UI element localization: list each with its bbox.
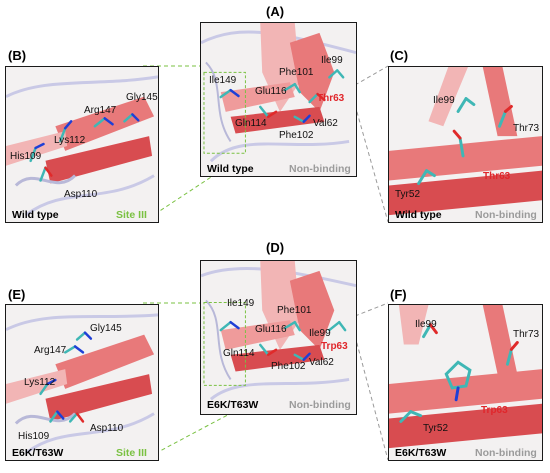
panel-c-residue-4: Tyr52: [395, 189, 421, 200]
panel-e-residue-5: Asp110: [90, 423, 124, 434]
panel-a-residue-3: Ile99: [321, 55, 343, 66]
panel-d-residue-2: Phe101: [277, 305, 312, 316]
panel-a-residue-7: Phe102: [279, 130, 314, 141]
panel-a: Ile149 Phe101 Ile99 Glu116 Thr63 Gln114 …: [200, 22, 357, 177]
panel-d-tag: Non-binding: [289, 399, 351, 411]
panel-c: Ile99 Thr73 Thr63 Tyr52 Wild type Non-bi…: [388, 66, 543, 223]
panel-f-tag: Non-binding: [475, 447, 537, 459]
panel-f-structure: [389, 305, 542, 449]
panel-f-letter: (F): [390, 287, 407, 302]
panel-a-condition: Wild type: [207, 163, 254, 175]
panel-b-condition: Wild type: [12, 209, 59, 221]
panel-a-residue-6: Gln114: [235, 118, 267, 129]
panel-b-letter: (B): [8, 48, 27, 63]
panel-f-residue-2: Thr73: [513, 329, 540, 340]
panel-e-tag: Site III: [116, 447, 147, 459]
panel-d-condition: E6K/T63W: [207, 399, 259, 411]
panel-d-residue-7: Phe102: [271, 361, 306, 372]
panel-f-residue-4: Tyr52: [423, 423, 449, 434]
panel-f: Ile99 Thr73 Trp63 Tyr52 E6K/T63W Non-bin…: [388, 304, 543, 461]
panel-b: Gly145 Arg147 Lys112 His109 Asp110 Wild …: [5, 66, 159, 223]
panel-d-structure: [201, 261, 356, 401]
panel-b-residue-4: His109: [10, 151, 42, 162]
panel-a-residue-8: Val62: [313, 118, 338, 129]
panel-b-residue-5: Asp110: [64, 189, 98, 200]
panel-c-structure: [389, 67, 542, 216]
panel-b-tag: Site III: [116, 209, 147, 221]
panel-e-structure: [6, 313, 158, 455]
panel-e-residue-2: Arg147: [34, 345, 67, 356]
panel-b-residue-1: Gly145: [126, 92, 158, 103]
panel-e-condition: E6K/T63W: [12, 447, 64, 459]
panel-b-residue-3: Lys112: [54, 135, 86, 146]
panel-e-residue-3: Lys112: [24, 377, 56, 388]
panel-c-letter: (C): [390, 48, 409, 63]
panel-c-condition: Wild type: [395, 209, 442, 221]
panel-a-residue-1: Ile149: [209, 75, 237, 86]
panel-f-residue-1: Ile99: [415, 319, 437, 330]
panel-d-residue-4: Ile99: [309, 328, 331, 339]
panel-c-residue-2: Thr73: [513, 123, 540, 134]
panel-e-letter: (E): [8, 287, 26, 302]
panel-d-residue-8: Val62: [309, 357, 334, 368]
panel-e-residue-1: Gly145: [90, 323, 122, 334]
panel-c-residue-1: Ile99: [433, 95, 455, 106]
panel-d-residue-5: Trp63: [321, 341, 348, 352]
panel-a-residue-4: Glu116: [255, 86, 287, 97]
panel-e: Gly145 Arg147 Lys112 His109 Asp110 E6K/T…: [5, 304, 159, 461]
panel-a-residue-5: Thr63: [317, 93, 345, 104]
panel-a-tag: Non-binding: [289, 163, 351, 175]
panel-d-residue-6: Gln114: [223, 348, 255, 359]
panel-f-residue-3: Trp63: [481, 405, 508, 416]
panel-d-residue-1: Ile149: [227, 298, 255, 309]
panel-b-residue-2: Arg147: [84, 105, 117, 116]
panel-f-condition: E6K/T63W: [395, 447, 447, 459]
panel-a-residue-2: Phe101: [279, 67, 314, 78]
panel-d-letter: (D): [266, 240, 285, 255]
panel-a-structure: [201, 23, 356, 163]
panel-c-residue-3: Thr63: [483, 171, 511, 182]
panel-e-residue-4: His109: [18, 431, 50, 442]
panel-d-residue-3: Glu116: [255, 324, 287, 335]
panel-d: Ile149 Phe101 Glu116 Ile99 Trp63 Gln114 …: [200, 260, 357, 415]
panel-b-structure: [6, 75, 158, 217]
panel-c-tag: Non-binding: [475, 209, 537, 221]
panel-a-letter: (A): [266, 4, 285, 19]
